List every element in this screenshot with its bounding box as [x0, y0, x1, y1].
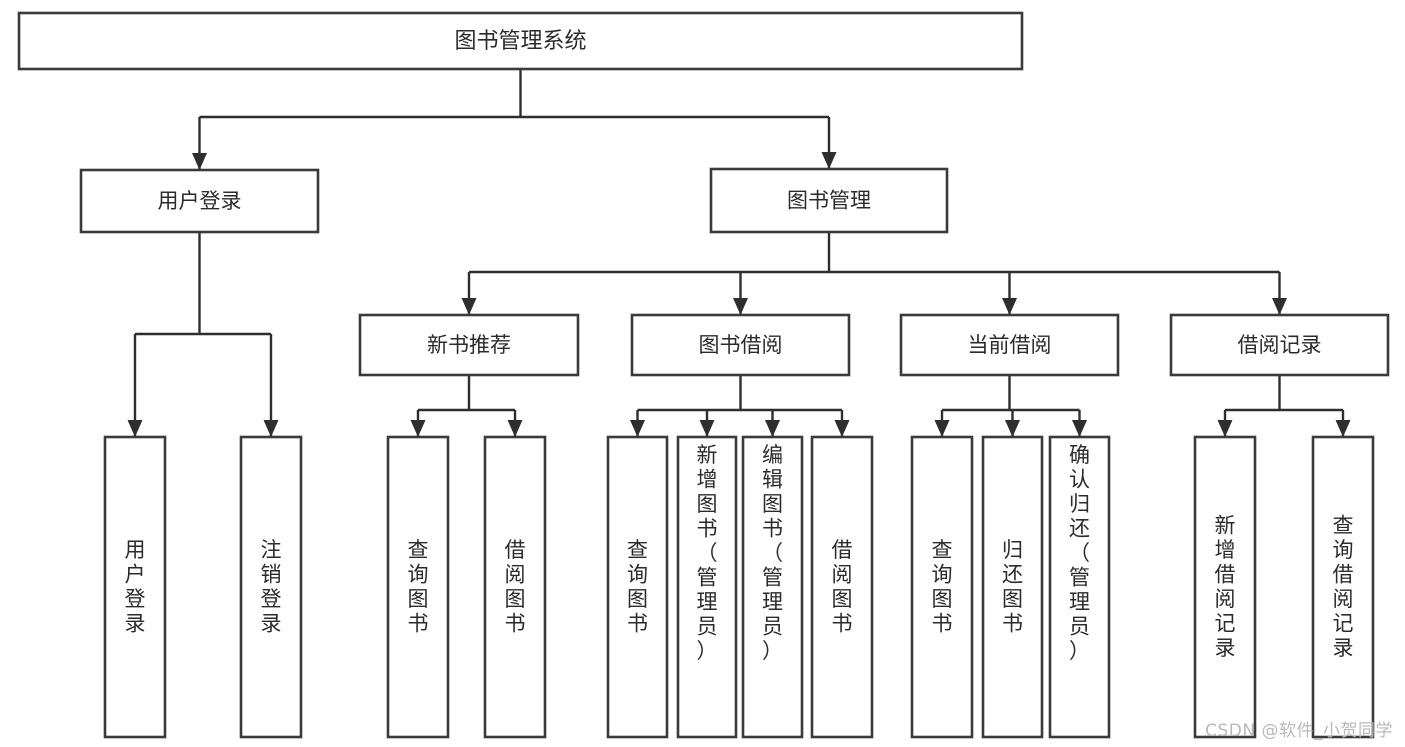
node-current-borrow[interactable]: 当前借阅 [899, 313, 1120, 377]
connectors-layer [127, 69, 1351, 437]
node-leaf-borrow-book-2[interactable]: 借阅图书 [810, 435, 874, 739]
node-book-manage[interactable]: 图书管理 [709, 167, 949, 234]
node-borrow-record[interactable]: 借阅记录 [1169, 313, 1390, 377]
arrow-head-icon [1072, 420, 1087, 437]
node-leaf-user-login[interactable]: 用户登录 [103, 435, 167, 739]
node-leaf-user-logout-label: 注销登录 [261, 538, 282, 636]
node-root[interactable]: 图书管理系统 [17, 11, 1024, 71]
nodes-layer: 图书管理系统用户登录图书管理新书推荐图书借阅当前借阅借阅记录用户登录注销登录查询… [17, 11, 1390, 739]
node-leaf-query-book-2-label: 查询图书 [627, 538, 648, 636]
node-leaf-confirm-return-rect[interactable] [1048, 435, 1111, 739]
node-leaf-confirm-return-label: 确认归还（管理员） [1069, 443, 1090, 663]
node-current-borrow-label: 当前借阅 [968, 333, 1052, 357]
node-book-borrow-label: 图书借阅 [699, 333, 783, 357]
node-new-book-rec[interactable]: 新书推荐 [358, 313, 580, 377]
arrow-head-icon [1005, 420, 1020, 437]
node-leaf-edit-book[interactable]: 编辑图书（管理员） [741, 435, 804, 739]
node-leaf-borrow-book-1-label: 借阅图书 [505, 538, 526, 636]
arrow-head-icon [1335, 420, 1351, 437]
node-leaf-query-book-1-label: 查询图书 [408, 538, 429, 636]
node-leaf-borrow-book-2-rect[interactable] [810, 435, 874, 739]
node-leaf-query-book-2[interactable]: 查询图书 [606, 435, 669, 739]
arrow-head-icon [834, 420, 850, 437]
node-leaf-query-record[interactable]: 查询借阅记录 [1311, 435, 1375, 739]
node-leaf-query-book-2-rect[interactable] [606, 435, 669, 739]
arrow-head-icon [410, 420, 426, 437]
arrow-head-icon [127, 420, 143, 437]
node-root-rect[interactable] [17, 11, 1024, 71]
node-leaf-query-book-3-label: 查询图书 [932, 538, 953, 636]
node-leaf-query-book-1-rect[interactable] [386, 435, 450, 739]
node-book-borrow[interactable]: 图书借阅 [630, 313, 851, 377]
node-leaf-query-record-rect[interactable] [1311, 435, 1375, 739]
node-leaf-borrow-book-1[interactable]: 借阅图书 [483, 435, 547, 739]
node-book-manage-label: 图书管理 [787, 189, 871, 213]
node-root-label: 图书管理系统 [454, 29, 586, 54]
node-leaf-return-book-label: 归还图书 [1002, 538, 1023, 636]
node-leaf-return-book[interactable]: 归还图书 [981, 435, 1044, 739]
node-leaf-add-book[interactable]: 新增图书（管理员） [676, 435, 738, 739]
node-leaf-edit-book-rect[interactable] [741, 435, 804, 739]
node-leaf-add-record-rect[interactable] [1193, 435, 1257, 739]
node-user-login[interactable]: 用户登录 [79, 168, 320, 234]
node-leaf-confirm-return[interactable]: 确认归还（管理员） [1048, 435, 1111, 739]
arrow-head-icon [821, 152, 837, 169]
arrow-head-icon [733, 298, 748, 315]
node-borrow-record-rect[interactable] [1169, 313, 1390, 377]
node-leaf-add-record[interactable]: 新增借阅记录 [1193, 435, 1257, 739]
node-book-manage-rect[interactable] [709, 167, 949, 234]
arrow-head-icon [192, 153, 207, 170]
arrow-head-icon [1217, 420, 1233, 437]
node-leaf-query-record-label: 查询借阅记录 [1333, 514, 1354, 661]
arrow-head-icon [934, 420, 950, 437]
watermark-text: CSDN @软件_小贺同学 [1205, 721, 1393, 741]
arrow-head-icon [461, 298, 477, 315]
node-leaf-query-book-1[interactable]: 查询图书 [386, 435, 450, 739]
node-leaf-add-book-label: 新增图书（管理员） [697, 443, 718, 663]
node-leaf-user-logout-rect[interactable] [239, 435, 303, 739]
node-current-borrow-rect[interactable] [899, 313, 1120, 377]
node-leaf-user-login-rect[interactable] [103, 435, 167, 739]
node-leaf-return-book-rect[interactable] [981, 435, 1044, 739]
arrow-head-icon [263, 420, 279, 437]
node-new-book-rec-rect[interactable] [358, 313, 580, 377]
node-leaf-user-login-label: 用户登录 [125, 538, 146, 636]
node-leaf-add-book-rect[interactable] [676, 435, 738, 739]
arrow-head-icon [1002, 298, 1017, 315]
node-book-borrow-rect[interactable] [630, 313, 851, 377]
node-leaf-query-book-3-rect[interactable] [910, 435, 974, 739]
node-leaf-borrow-book-2-label: 借阅图书 [832, 538, 853, 636]
node-user-login-rect[interactable] [79, 168, 320, 234]
arrow-head-icon [765, 420, 780, 437]
arrow-head-icon [507, 420, 523, 437]
node-leaf-query-book-3[interactable]: 查询图书 [910, 435, 974, 739]
arrow-head-icon [1272, 298, 1287, 315]
node-user-login-label: 用户登录 [158, 189, 242, 213]
node-leaf-borrow-book-1-rect[interactable] [483, 435, 547, 739]
node-leaf-user-logout[interactable]: 注销登录 [239, 435, 303, 739]
arrow-head-icon [699, 420, 715, 437]
arrow-head-icon [630, 420, 645, 437]
node-leaf-add-record-label: 新增借阅记录 [1215, 514, 1236, 661]
node-borrow-record-label: 借阅记录 [1238, 333, 1322, 357]
node-leaf-edit-book-label: 编辑图书（管理员） [762, 443, 783, 663]
node-new-book-rec-label: 新书推荐 [427, 333, 511, 357]
